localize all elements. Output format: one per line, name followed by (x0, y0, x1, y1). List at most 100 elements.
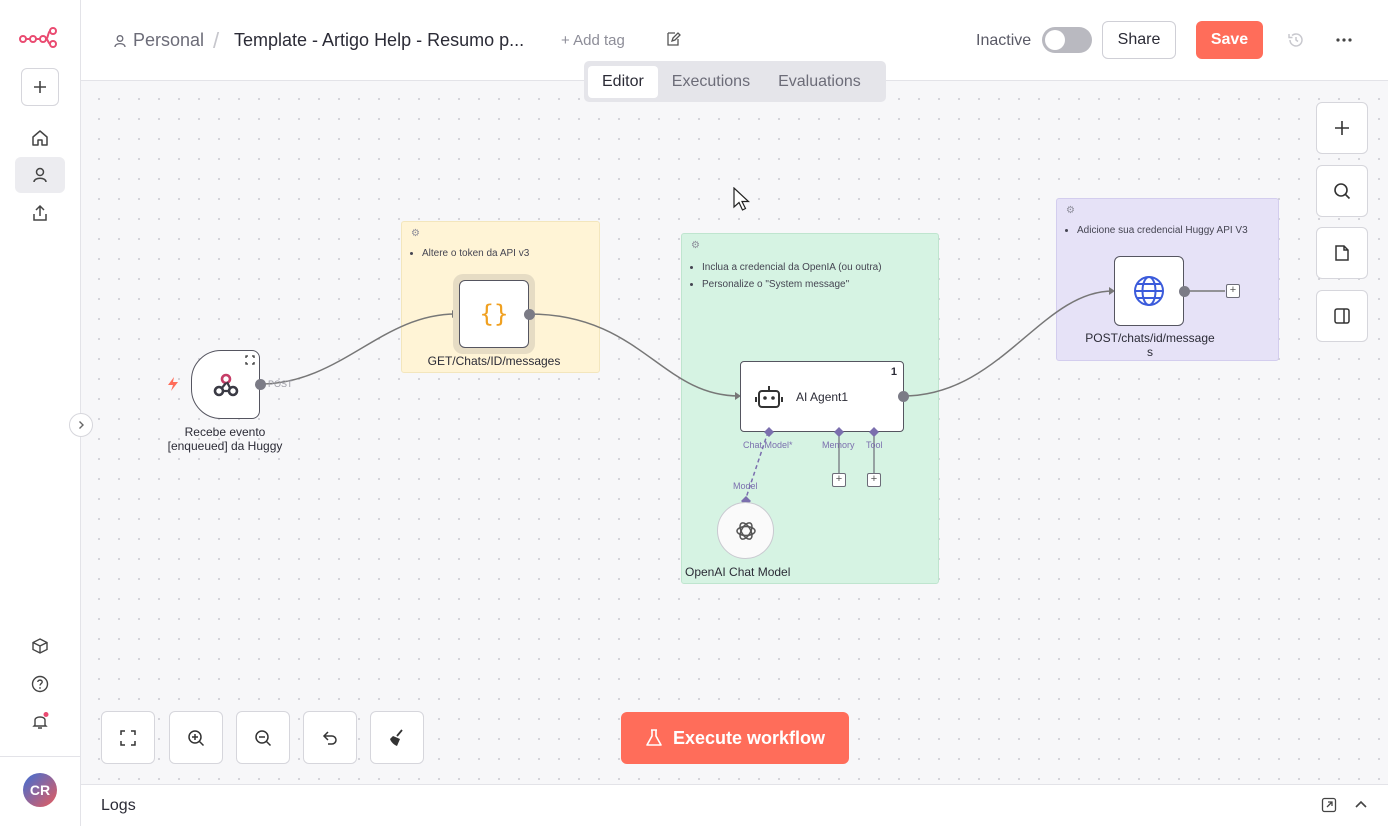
workflow-title[interactable]: Template - Artigo Help - Resumo p... (234, 30, 525, 50)
home-button[interactable] (22, 120, 58, 156)
tab-editor[interactable]: Editor (588, 65, 658, 98)
ai-agent-badge: 1 (890, 366, 897, 378)
code-node-label: GET/Chats/ID/messages (427, 354, 561, 368)
add-node-button[interactable] (1316, 102, 1368, 154)
agent-input-chat-model: Chat Model* (743, 440, 793, 450)
undo-button[interactable] (303, 711, 357, 764)
toggle-knob (1045, 30, 1065, 50)
fit-view-icon (120, 729, 136, 746)
view-tabs: Editor Executions Evaluations (584, 61, 886, 102)
history-icon[interactable] (1286, 30, 1306, 55)
expand-sidebar-button[interactable] (69, 413, 93, 437)
search-icon (1334, 183, 1351, 200)
logs-label: Logs (101, 797, 136, 814)
external-link-icon (1321, 797, 1337, 813)
n8n-logo-icon[interactable] (19, 26, 59, 53)
tab-executions[interactable]: Executions (671, 72, 751, 90)
sticky-note-icon (1335, 245, 1349, 261)
webhook-label-line2: [enqueued] da Huggy (167, 439, 283, 453)
personal-button[interactable] (15, 157, 65, 193)
webhook-label-line1: Recebe evento (184, 425, 266, 439)
webhook-output-port[interactable] (255, 379, 266, 390)
ai-agent-label: AI Agent1 (796, 389, 849, 404)
toggle-panel-button[interactable] (1316, 290, 1368, 342)
http-node-label: POST/chats/id/message s (1074, 331, 1226, 359)
active-toggle[interactable] (1042, 27, 1092, 53)
tidy-up-button[interactable] (370, 711, 424, 764)
add-memory-button[interactable]: + (832, 473, 846, 487)
svg-text:{}: {} (480, 300, 509, 328)
add-tag-button[interactable]: + Add tag (561, 32, 625, 49)
robot-icon (755, 385, 783, 408)
panel-icon (1334, 308, 1350, 324)
edit-note-icon (667, 32, 681, 46)
openai-icon (735, 521, 756, 540)
http-label-line1: POST/chats/id/message (1085, 331, 1215, 345)
flask-icon (646, 729, 662, 746)
code-output-port[interactable] (524, 309, 535, 320)
openai-node[interactable] (717, 502, 774, 559)
home-icon (32, 130, 48, 146)
breadcrumb-personal-label: Personal (133, 30, 205, 50)
undo-icon (322, 730, 337, 745)
shared-button[interactable] (22, 195, 58, 231)
focus-icon (245, 355, 255, 365)
expand-logs-button[interactable] (1353, 797, 1369, 818)
more-options-icon[interactable] (1334, 30, 1354, 55)
webhook-output-label: POST (268, 379, 293, 389)
execute-workflow-label: Execute workflow (672, 727, 826, 748)
add-icon (34, 81, 46, 93)
sticky-item: Personalize o "System message" (702, 279, 938, 290)
http-node[interactable] (1114, 256, 1184, 326)
help-icon (31, 675, 49, 693)
http-label-line2: s (1147, 345, 1153, 359)
cube-icon (32, 638, 48, 654)
broom-icon (390, 728, 403, 746)
add-next-node-button[interactable]: + (1226, 284, 1240, 298)
logs-panel[interactable]: Logs (81, 784, 1388, 826)
agent-output-port[interactable] (898, 391, 909, 402)
share-icon (33, 204, 47, 221)
add-icon (1335, 121, 1349, 135)
sticky-item: Inclua a credencial da OpenIA (ou outra) (702, 262, 938, 273)
agent-input-tool: Tool (866, 440, 883, 450)
templates-button[interactable] (22, 628, 58, 664)
add-tool-button[interactable]: + (867, 473, 881, 487)
execute-workflow-button[interactable]: Execute workflow (621, 712, 849, 764)
agent-input-memory: Memory (822, 440, 855, 450)
user-icon (114, 34, 126, 47)
add-sticky-button[interactable] (1316, 227, 1368, 279)
openai-input-label: Model (733, 481, 758, 491)
tab-evaluations[interactable]: Evaluations (778, 72, 861, 90)
notifications-button[interactable] (22, 703, 58, 739)
edit-description-button[interactable] (665, 31, 681, 52)
sticky-gear-icon: ⚙ (691, 240, 700, 251)
save-button[interactable]: Save (1196, 21, 1263, 59)
ai-agent-node[interactable]: AI Agent1 1 (740, 361, 904, 432)
zoom-out-button[interactable] (236, 711, 290, 764)
zoom-in-button[interactable] (169, 711, 223, 764)
webhook-node-label: Recebe evento [enqueued] da Huggy (151, 425, 299, 453)
chevron-right-icon (79, 421, 84, 429)
search-nodes-button[interactable] (1316, 165, 1368, 217)
sticky-gear-icon: ⚙ (1066, 205, 1075, 216)
bell-icon (32, 712, 49, 729)
help-button[interactable] (22, 666, 58, 702)
breadcrumb-personal[interactable]: Personal (113, 30, 204, 51)
webhook-node[interactable] (191, 350, 260, 419)
avatar[interactable]: CR (23, 773, 57, 807)
http-output-port[interactable] (1179, 286, 1190, 297)
globe-icon (1134, 276, 1164, 306)
status-label: Inactive (976, 32, 1032, 49)
fit-view-button[interactable] (101, 711, 155, 764)
sticky-item: Altere o token da API v3 (422, 248, 599, 259)
braces-icon: {} (480, 300, 509, 328)
share-button[interactable]: Share (1102, 21, 1176, 59)
sticky-gear-icon: ⚙ (411, 228, 420, 239)
add-button[interactable] (21, 68, 59, 106)
zoom-in-icon (188, 729, 205, 746)
mouse-cursor-icon (733, 187, 751, 211)
openai-node-label: OpenAI Chat Model (685, 565, 791, 579)
pop-out-logs-button[interactable] (1321, 797, 1337, 818)
code-node[interactable]: {} (459, 280, 529, 348)
